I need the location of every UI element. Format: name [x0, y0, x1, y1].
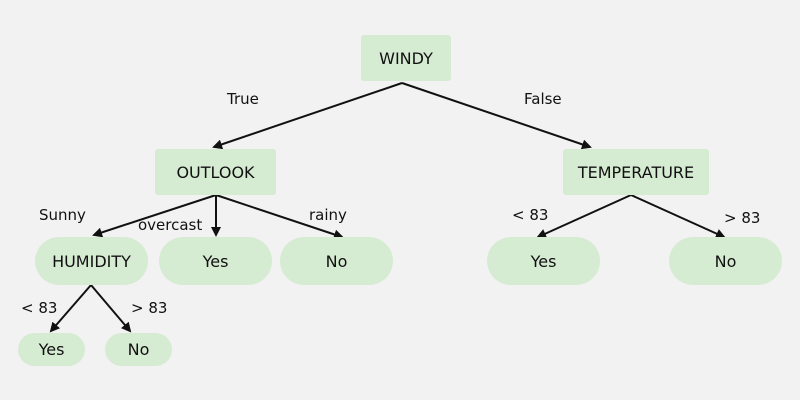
edge-label-overcast: overcast [138, 216, 203, 234]
edge-label-humidity-lt83: < 83 [21, 299, 58, 317]
edge-temperature-gt83 [630, 194, 726, 239]
leaf-temp-gt83-no: No [669, 237, 782, 285]
edge-label-temp-gt83: > 83 [724, 209, 761, 227]
edge-windy-temperature [401, 82, 592, 150]
leaf-humidity-gt83-no: No [105, 333, 172, 366]
node-outlook: OUTLOOK [155, 149, 276, 195]
edge-label-temp-lt83: < 83 [512, 206, 549, 224]
edge-outlook-rainy [215, 194, 344, 240]
leaf-humidity-lt83-yes: Yes [18, 333, 85, 366]
edge-windy-outlook [212, 82, 403, 150]
edge-label-sunny: Sunny [39, 206, 86, 224]
node-temperature: TEMPERATURE [563, 149, 709, 195]
edge-humidity-gt83 [90, 284, 132, 333]
edge-label-humidity-gt83: > 83 [131, 299, 168, 317]
node-windy: WINDY [361, 35, 451, 81]
node-humidity: HUMIDITY [35, 237, 148, 285]
edge-label-false: False [524, 90, 562, 108]
edge-outlook-humidity [92, 194, 217, 238]
edge-humidity-lt83 [49, 284, 92, 333]
edge-label-rainy: rainy [309, 206, 347, 224]
edge-label-true: True [227, 90, 259, 108]
leaf-overcast-yes: Yes [159, 237, 272, 285]
leaf-temp-lt83-yes: Yes [487, 237, 600, 285]
leaf-rainy-no: No [280, 237, 393, 285]
edge-temperature-lt83 [536, 194, 632, 239]
